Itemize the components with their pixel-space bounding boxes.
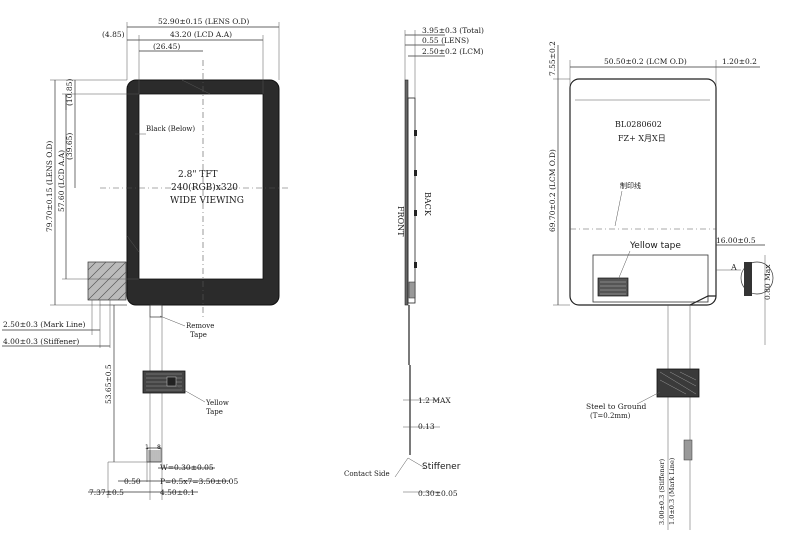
back-yellow-tape bbox=[597, 277, 629, 297]
dim-1600: 16.00±0.5 bbox=[716, 236, 756, 245]
dim-offset-3965: (39.65) bbox=[65, 133, 74, 160]
side-view: 3.95±0.3 (Total) 0.55 (LENS) 2.50±0.2 (L… bbox=[344, 26, 484, 498]
dim-737: 7.37±0.5 bbox=[89, 488, 124, 497]
fpc-connector bbox=[146, 447, 162, 463]
detail-a-circle bbox=[740, 261, 774, 295]
model-number: BL0280602 bbox=[615, 120, 662, 129]
remove-tape-label-1: Remove bbox=[186, 322, 214, 330]
pin-1-label: 1 bbox=[145, 444, 149, 451]
remove-tape-label-2: Tape bbox=[190, 331, 207, 339]
dim-lens-thickness: 0.55 (LENS) bbox=[422, 36, 469, 45]
stiffener-side-label: Stiffener bbox=[422, 462, 461, 472]
dim-080-max: 0.80 Max bbox=[763, 264, 772, 300]
dim-offset-1085: (10.85) bbox=[65, 79, 74, 106]
dim-pitch: P=0.5x7=3.50±0.05 bbox=[160, 477, 238, 486]
panel-size-label: 2.8" TFT bbox=[178, 170, 218, 180]
dim-stiffener-back: 3.00±0.3 (Stiffener) bbox=[658, 458, 666, 525]
dim-030: 0.30±0.05 bbox=[418, 489, 458, 498]
panel-viewing-label: WIDE VIEWING bbox=[170, 196, 244, 206]
back-view: BL0280602 FZ+ X月X日 制印线 Yellow tape Steel… bbox=[548, 41, 774, 530]
dim-755: 7.55±0.2 bbox=[548, 41, 557, 76]
front-view: 1 8 52.90±0.15 (LENS O.D) 43.20 (LCD A.A… bbox=[2, 17, 290, 500]
yellow-tape-label-2: Tape bbox=[206, 408, 223, 416]
dim-lcd-aa-height: 57.60 (LCD A.A) bbox=[57, 150, 66, 212]
yellow-tape-back-label: Yellow tape bbox=[629, 241, 681, 251]
dim-lens-od-height: 79.70±0.15 (LENS O.D) bbox=[45, 141, 54, 232]
dim-stiffener: 4.00±0.3 (Stiffener) bbox=[3, 337, 79, 346]
pin-8-label: 8 bbox=[157, 444, 161, 451]
back-lcm-outline bbox=[569, 78, 717, 306]
dim-lcd-aa-width: 43.20 (LCD A.A) bbox=[170, 30, 232, 39]
side-lens bbox=[404, 79, 409, 306]
dim-offset-485: (4.85) bbox=[102, 30, 125, 39]
cut-line-label: 制印线 bbox=[620, 181, 641, 190]
dim-lcm-od-height: 69.70±0.2 (LCM O.D) bbox=[548, 149, 557, 232]
dim-offset-2645: (26.45) bbox=[153, 42, 180, 51]
steel-ground-label-2: (T=0.2mm) bbox=[590, 412, 631, 420]
side-lcm bbox=[407, 97, 416, 304]
dim-w030: W=0.30±0.05 bbox=[160, 463, 214, 472]
dim-p050: 0.50 bbox=[124, 477, 141, 486]
contact-side-label: Contact Side bbox=[344, 470, 390, 478]
fpc-tail bbox=[149, 304, 163, 318]
black-below-label: Black (Below) bbox=[146, 125, 195, 133]
dim-lcm-thickness: 2.50±0.2 (LCM) bbox=[422, 47, 484, 56]
dim-12max: 1.2 MAX bbox=[418, 396, 451, 405]
dim-mark-line-back: 1.0±0.3 (Mark Line) bbox=[668, 457, 676, 525]
dim-total-thickness: 3.95±0.3 (Total) bbox=[422, 26, 484, 35]
date-code: FZ+ X月X日 bbox=[618, 134, 666, 143]
yellow-tape-label-1: Yellow bbox=[205, 399, 229, 407]
dim-lcm-od-width: 50.50±0.2 (LCM O.D) bbox=[604, 57, 687, 66]
panel-resolution-label: 240(RGB)x320 bbox=[171, 182, 238, 193]
dim-mark-line: 2.50±0.3 (Mark Line) bbox=[3, 320, 86, 329]
detail-a-label: A bbox=[730, 263, 737, 272]
dim-013: 0.13 bbox=[418, 422, 435, 431]
dim-lens-od-width: 52.90±0.15 (LENS O.D) bbox=[158, 17, 249, 26]
dim-450: 4.50±0.1 bbox=[160, 488, 195, 497]
dim-120: 1.20±0.2 bbox=[722, 57, 757, 66]
steel-ground-label-1: Steel to Ground bbox=[586, 402, 646, 411]
active-area bbox=[138, 93, 264, 280]
dim-fpc-length: 53.65±0.5 bbox=[104, 364, 113, 404]
back-label: BACK bbox=[423, 192, 432, 217]
front-label: FRONT bbox=[396, 206, 405, 237]
